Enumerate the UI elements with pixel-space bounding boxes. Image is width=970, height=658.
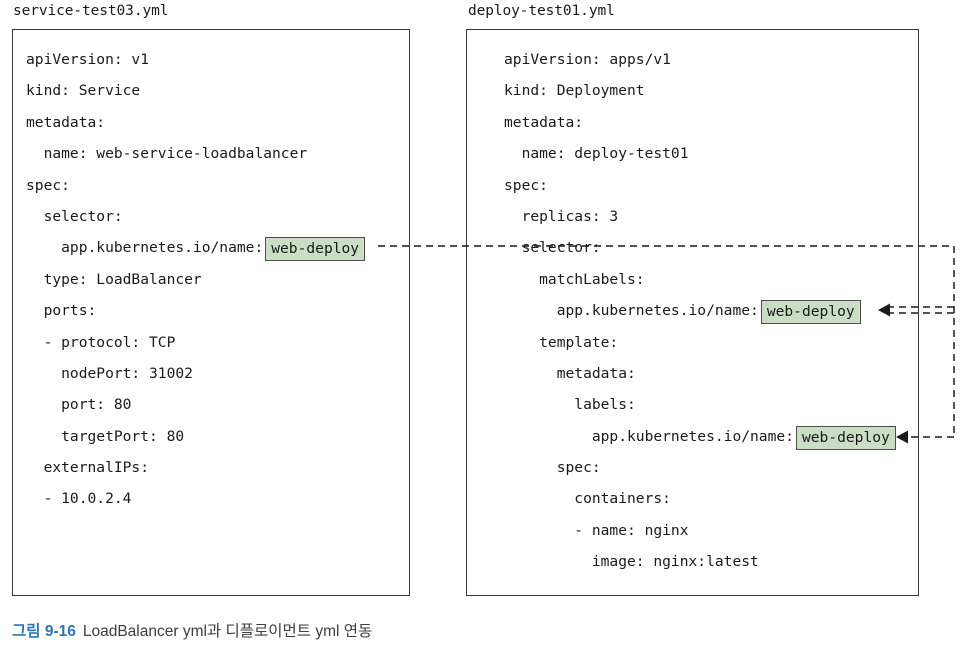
code-line-text: type: LoadBalancer (26, 270, 202, 288)
deployment-yml-code: apiVersion: apps/v1 kind: Deployment metad… (504, 44, 896, 578)
code-line: app.kubernetes.io/name:web-deploy (504, 295, 896, 326)
code-line-text: apiVersion: apps/v1 (504, 51, 671, 68)
code-line: apiVersion: v1 (26, 44, 365, 75)
code-line: metadata: (504, 358, 896, 389)
code-line-text: app.kubernetes.io/name: (504, 302, 759, 320)
code-line-text: selector: (26, 207, 123, 225)
code-line-text: apiVersion: v1 (26, 51, 150, 68)
code-line: - 10.0.2.4 (26, 483, 365, 514)
code-line: image: nginx:latest (504, 546, 896, 577)
code-line-text: nodePort: 31002 (26, 364, 193, 382)
code-line-text: port: 80 (26, 396, 132, 414)
code-line-text: kind: Deployment (504, 82, 645, 100)
code-line-text: spec: (504, 176, 548, 194)
code-line: - name: nginx (504, 515, 896, 546)
code-line-text: selector: (504, 239, 601, 257)
figure-caption: 그림 9-16 LoadBalancer yml과 디플로이먼트 yml 연동 (12, 619, 372, 641)
code-line: externalIPs: (26, 452, 365, 483)
code-line: selector: (504, 232, 896, 263)
code-line: app.kubernetes.io/name:web-deploy (504, 421, 896, 452)
code-line-text: name: deploy-test01 (504, 145, 689, 163)
code-line: name: deploy-test01 (504, 138, 896, 169)
code-line-text: labels: (504, 396, 636, 414)
code-line-text: - 10.0.2.4 (26, 490, 132, 508)
code-line: nodePort: 31002 (26, 358, 365, 389)
code-line: ports: (26, 295, 365, 326)
code-line: apiVersion: apps/v1 (504, 44, 896, 75)
code-line-text: app.kubernetes.io/name: (26, 239, 264, 257)
code-line: spec: (504, 170, 896, 201)
figure-caption-number: 그림 9-16 (12, 623, 76, 640)
code-line: metadata: (26, 107, 365, 138)
code-line: selector: (26, 201, 365, 232)
code-line-text: spec: (26, 176, 70, 194)
left-file-label: service-test03.yml (13, 3, 169, 19)
code-line: spec: (26, 170, 365, 201)
code-line-text: name: web-service-loadbalancer (26, 145, 308, 163)
code-line-text: template: (504, 333, 619, 351)
code-line: targetPort: 80 (26, 421, 365, 452)
code-line: name: web-service-loadbalancer (26, 138, 365, 169)
code-line-text: kind: Service (26, 82, 141, 100)
right-file-label: deploy-test01.yml (468, 3, 615, 19)
code-line: port: 80 (26, 389, 365, 420)
code-line: app.kubernetes.io/name:web-deploy (26, 232, 366, 263)
label-value-chip: web-deploy (760, 300, 861, 325)
code-line-text: image: nginx:latest (504, 553, 759, 571)
code-line-text: matchLabels: (504, 270, 645, 288)
code-line-text: replicas: 3 (504, 207, 619, 225)
code-line-text: metadata: (504, 113, 584, 131)
code-line: type: LoadBalancer (26, 264, 365, 295)
code-line: labels: (504, 389, 896, 420)
code-line-text: containers: (504, 490, 671, 508)
code-line-text: - protocol: TCP (26, 333, 176, 351)
code-line-text: externalIPs: (26, 459, 150, 477)
code-line: matchLabels: (504, 264, 896, 295)
code-line: kind: Service (26, 75, 365, 106)
service-yml-code: apiVersion: v1 kind: Service metadata: nam… (26, 44, 366, 515)
label-value-chip: web-deploy (795, 425, 896, 450)
code-line-text: metadata: (26, 113, 106, 131)
code-line-text: app.kubernetes.io/name: (504, 427, 794, 445)
figure-caption-text: LoadBalancer yml과 디플로이먼트 yml 연동 (82, 623, 373, 640)
code-line-text: spec: (504, 459, 601, 477)
code-line-text: targetPort: 80 (26, 427, 185, 445)
code-line-text: metadata: (504, 364, 636, 382)
label-value-chip: web-deploy (265, 237, 366, 262)
code-line-text: - name: nginx (504, 521, 689, 539)
service-yml-box (12, 29, 410, 596)
code-line: metadata: (504, 107, 896, 138)
code-line: replicas: 3 (504, 201, 896, 232)
code-line: kind: Deployment (504, 75, 896, 106)
code-line: template: (504, 327, 896, 358)
code-line: spec: (504, 452, 896, 483)
code-line: - protocol: TCP (26, 327, 365, 358)
code-line: containers: (504, 483, 896, 514)
code-line-text: ports: (26, 302, 97, 320)
